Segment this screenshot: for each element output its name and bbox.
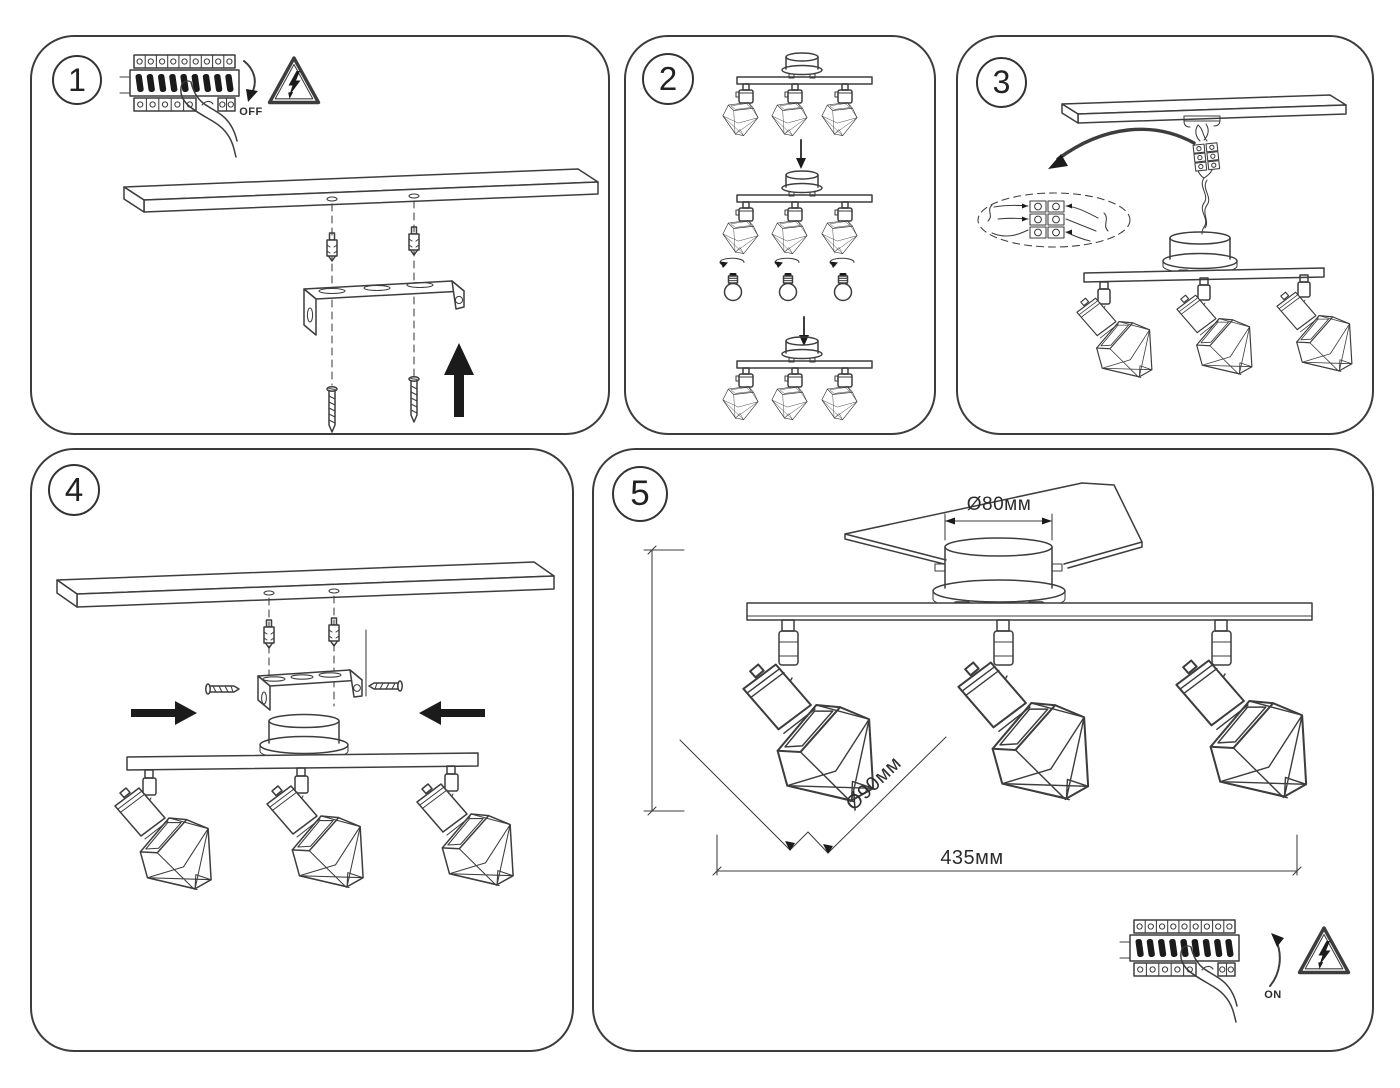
step-4-illustration [56,561,555,1050]
step-panel-5: 5 Ø80мм [592,448,1374,1052]
ceiling-bracket-icon [1183,115,1221,128]
step-number-badge: 2 [642,53,694,105]
fixture-bar-icon [746,602,1313,621]
step-number-badge: 4 [48,464,100,516]
spot-lamp-2 [1177,277,1271,391]
zoom-arrow-icon [1048,127,1196,169]
dimension-label-shade: Ø90мм [842,752,906,815]
step-number: 1 [68,61,86,98]
alignment-dashed-lines [268,595,335,709]
step-number: 5 [630,474,650,513]
height-dimension-line [643,545,685,816]
ceiling-panel-icon [844,482,1143,569]
dimension-label-length: 435мм [940,847,1003,869]
spot-lamp-1 [743,619,905,830]
spot-lamp-1 [115,769,235,910]
step-number-badge: 3 [976,57,1027,108]
spot-lamp-1 [1077,281,1171,394]
step-number: 4 [64,471,84,508]
spot-lamp-3 [417,765,537,906]
mounting-bracket-icon [257,629,367,711]
step-5-illustration: Ø80мм Ø9 [643,482,1351,1023]
step-2-illustration [719,37,934,433]
wire-connection-detail [977,192,1131,248]
step-1-illustration: OFF [119,54,599,433]
spot-lamp-2 [267,767,387,908]
next-step-arrow-icon [799,316,809,346]
step-panel-3: 3 [956,35,1374,435]
step-number: 2 [658,60,678,97]
ceiling-panel-icon [1061,94,1347,124]
length-dimension: 435мм [712,834,1302,876]
spot-lamp-3 [1176,619,1338,826]
fixture-bar-icon [126,752,479,771]
switch-on-arrow-icon [1269,933,1284,987]
step-panel-4: 4 [30,448,574,1052]
step-number: 3 [992,64,1011,100]
shade-diameter-dimension: Ø90мм [679,736,947,854]
wiring-icon [1192,123,1221,235]
ceiling-panel-icon [123,168,599,213]
push-in-arrow-icon [131,701,197,725]
step-3-illustration [977,94,1372,433]
spot-lamp-3 [1277,274,1371,388]
power-on-label: ON [1264,989,1282,1001]
power-off-label: OFF [239,106,263,118]
step-panel-1: 1 OFF [30,35,610,435]
next-step-arrow-icon [796,139,806,169]
switch-off-arrow-icon [243,60,258,102]
ceiling-panel-icon [56,561,555,608]
canopy-diameter-dimension: Ø80мм [944,494,1053,541]
push-in-arrow-icon [419,701,485,725]
step-panel-2: 2 [624,35,936,435]
fixture-bar-icon [1083,267,1325,283]
push-up-arrow-icon [444,343,474,417]
dimension-label-canopy: Ø80мм [967,494,1032,515]
step-number-badge: 1 [52,55,102,105]
mounting-bracket-icon [303,280,465,336]
spot-lamp-2 [958,619,1120,828]
step-number-badge: 5 [612,466,668,522]
